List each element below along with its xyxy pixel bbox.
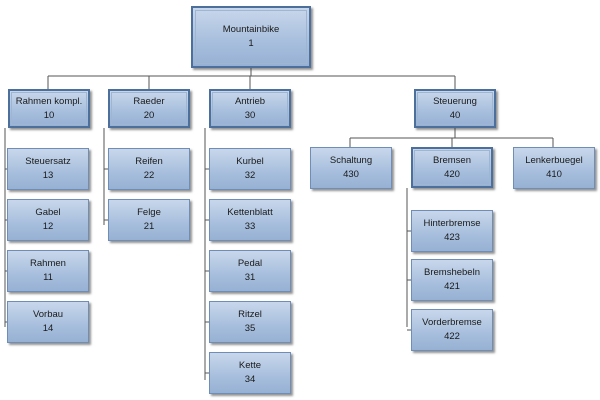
node-label: Raeder — [133, 95, 165, 107]
node-bremsen: Bremsen 420 — [411, 147, 493, 188]
node-label: Reifen — [135, 156, 163, 167]
node-label: Pedal — [237, 258, 263, 269]
node-code: 35 — [244, 323, 256, 334]
node-code: 14 — [42, 323, 54, 334]
node-kette: Kette 34 — [209, 352, 291, 394]
node-code: 422 — [444, 331, 460, 342]
node-reifen: Reifen 22 — [108, 148, 190, 190]
node-kurbel: Kurbel 32 — [209, 148, 291, 190]
node-raeder: Raeder 20 — [108, 89, 190, 128]
node-rahmen-kompl: Rahmen kompl. 10 — [8, 89, 90, 128]
node-steuersatz: Steuersatz 13 — [7, 148, 89, 190]
node-label: Antrieb — [234, 95, 266, 107]
node-code: 410 — [546, 169, 562, 180]
node-label: Bremsen — [432, 154, 471, 166]
node-label: Rahmen kompl. — [15, 95, 83, 107]
node-code: 33 — [244, 221, 256, 232]
node-label: Mountainbike — [222, 24, 280, 35]
node-ritzel: Ritzel 35 — [209, 301, 291, 343]
node-code: 11 — [43, 272, 53, 283]
node-pedal: Pedal 31 — [209, 250, 291, 292]
node-label: Schaltung — [329, 155, 373, 166]
node-label: Rahmen — [30, 258, 66, 269]
node-label: Kettenblatt — [227, 207, 273, 218]
node-label: Lenkerbuegel — [525, 155, 583, 166]
node-vorderbremse: Vorderbremse 422 — [411, 309, 493, 351]
node-bremshebeln: Bremshebeln 421 — [411, 259, 493, 301]
node-code: 34 — [244, 374, 256, 385]
node-rahmen: Rahmen 11 — [7, 250, 89, 292]
node-mountainbike: Mountainbike 1 — [191, 6, 311, 68]
node-label: Felge — [137, 207, 161, 218]
node-code: 421 — [444, 281, 460, 292]
node-code: 423 — [444, 232, 460, 243]
node-label: Steuerung — [433, 95, 477, 107]
node-label: Hinterbremse — [423, 218, 481, 229]
node-code: 30 — [244, 109, 256, 121]
node-code: 420 — [444, 168, 460, 180]
node-label: Bremshebeln — [424, 267, 480, 278]
node-steuerung: Steuerung 40 — [414, 89, 496, 128]
node-code: 12 — [42, 221, 54, 232]
node-label: Kette — [238, 360, 262, 371]
node-code: 31 — [244, 272, 256, 283]
node-label: Vorbau — [32, 309, 64, 320]
node-lenkerbuegel: Lenkerbuegel 410 — [513, 147, 595, 189]
node-felge: Felge 21 — [108, 199, 190, 241]
node-code: 430 — [343, 169, 359, 180]
node-code: 22 — [143, 170, 155, 181]
node-schaltung: Schaltung 430 — [310, 147, 392, 189]
node-code: 10 — [43, 109, 55, 121]
node-label: Steuersatz — [25, 156, 71, 167]
node-code: 32 — [244, 170, 256, 181]
node-label: Kurbel — [236, 156, 264, 167]
node-code: 1 — [248, 38, 254, 49]
node-label: Gabel — [35, 207, 61, 218]
node-label: Vorderbremse — [422, 317, 482, 328]
node-code: 13 — [42, 170, 54, 181]
node-hinterbremse: Hinterbremse 423 — [411, 210, 493, 252]
node-kettenblatt: Kettenblatt 33 — [209, 199, 291, 241]
node-gabel: Gabel 12 — [7, 199, 89, 241]
node-code: 20 — [143, 109, 155, 121]
node-code: 40 — [449, 109, 461, 121]
node-label: Ritzel — [238, 309, 262, 320]
node-antrieb: Antrieb 30 — [209, 89, 291, 128]
node-code: 21 — [143, 221, 155, 232]
node-vorbau: Vorbau 14 — [7, 301, 89, 343]
